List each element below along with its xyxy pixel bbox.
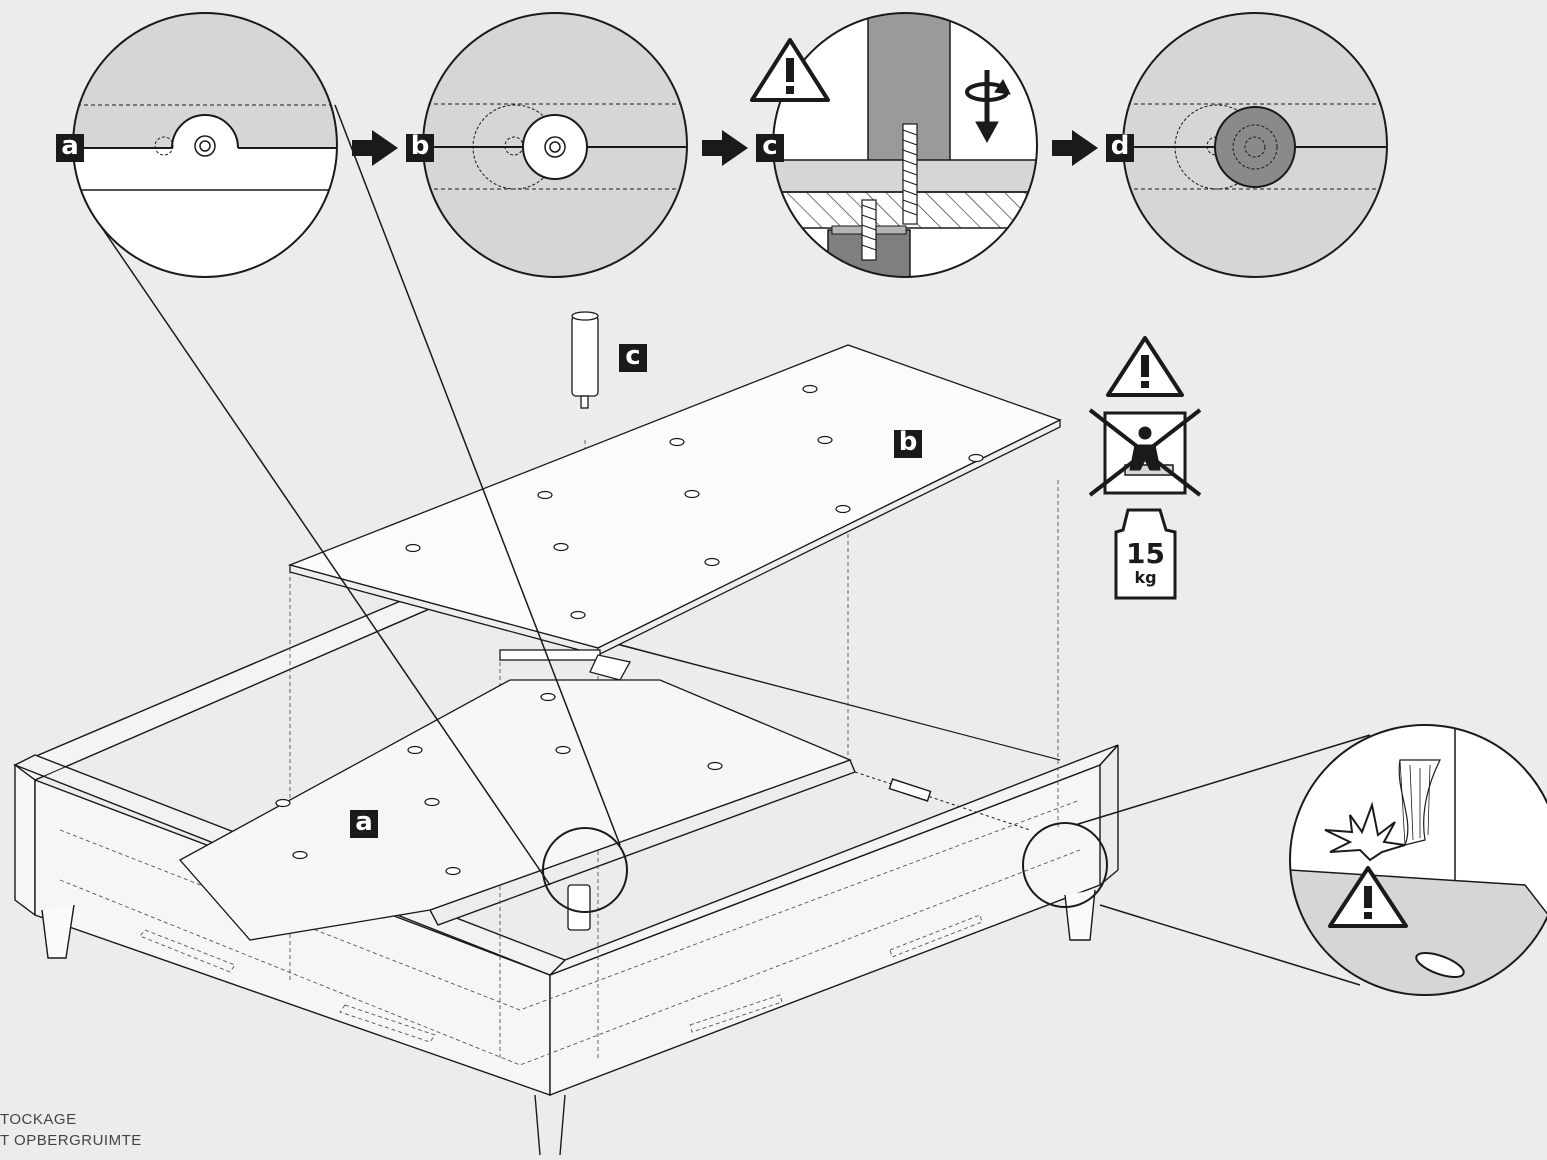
label-step-b: b bbox=[406, 133, 434, 162]
label-part-a: a bbox=[350, 809, 378, 838]
label-part-c: c bbox=[619, 343, 647, 372]
crack-icon bbox=[1324, 801, 1406, 862]
footer-line-2: T OPBERGRUIMTE bbox=[0, 1132, 142, 1149]
footer-line-1: TOCKAGE bbox=[0, 1111, 77, 1128]
label-part-b: b bbox=[894, 429, 922, 458]
leg-front bbox=[534, 1094, 566, 1156]
panel-b bbox=[287, 344, 1062, 681]
no-person-icon bbox=[1088, 408, 1202, 497]
warning-icon-large bbox=[1106, 336, 1184, 397]
detail-marker-a bbox=[542, 827, 628, 913]
bed-frame bbox=[13, 578, 1119, 1156]
rotate-screw-icon bbox=[965, 70, 1011, 144]
frame-front bbox=[14, 763, 36, 917]
leader-lines bbox=[99, 104, 1371, 986]
warning-icon-crack bbox=[1328, 866, 1408, 928]
holes-a bbox=[275, 692, 723, 876]
detail-circle-c bbox=[773, 13, 1037, 277]
leg-right bbox=[1064, 889, 1096, 941]
detail-circle-a bbox=[73, 13, 337, 277]
arrow-right-icon bbox=[352, 130, 1098, 166]
detail-circle-d bbox=[1123, 13, 1387, 277]
gas-piston bbox=[567, 311, 599, 931]
holes-b bbox=[405, 384, 984, 620]
detail-circle-b bbox=[423, 13, 687, 277]
warning-icon bbox=[750, 38, 830, 102]
label-step-a: a bbox=[56, 133, 84, 162]
label-step-d: d bbox=[1106, 133, 1134, 162]
weight-limit-value: 15 bbox=[1126, 537, 1165, 570]
weight-icon bbox=[1114, 508, 1177, 600]
weight-limit-unit: kg bbox=[1134, 568, 1157, 587]
label-step-c: c bbox=[756, 133, 784, 162]
detail-marker-warning bbox=[1022, 822, 1108, 908]
panel-a bbox=[178, 679, 852, 941]
detail-circle-crack bbox=[1290, 725, 1547, 995]
leg-left bbox=[41, 904, 75, 959]
